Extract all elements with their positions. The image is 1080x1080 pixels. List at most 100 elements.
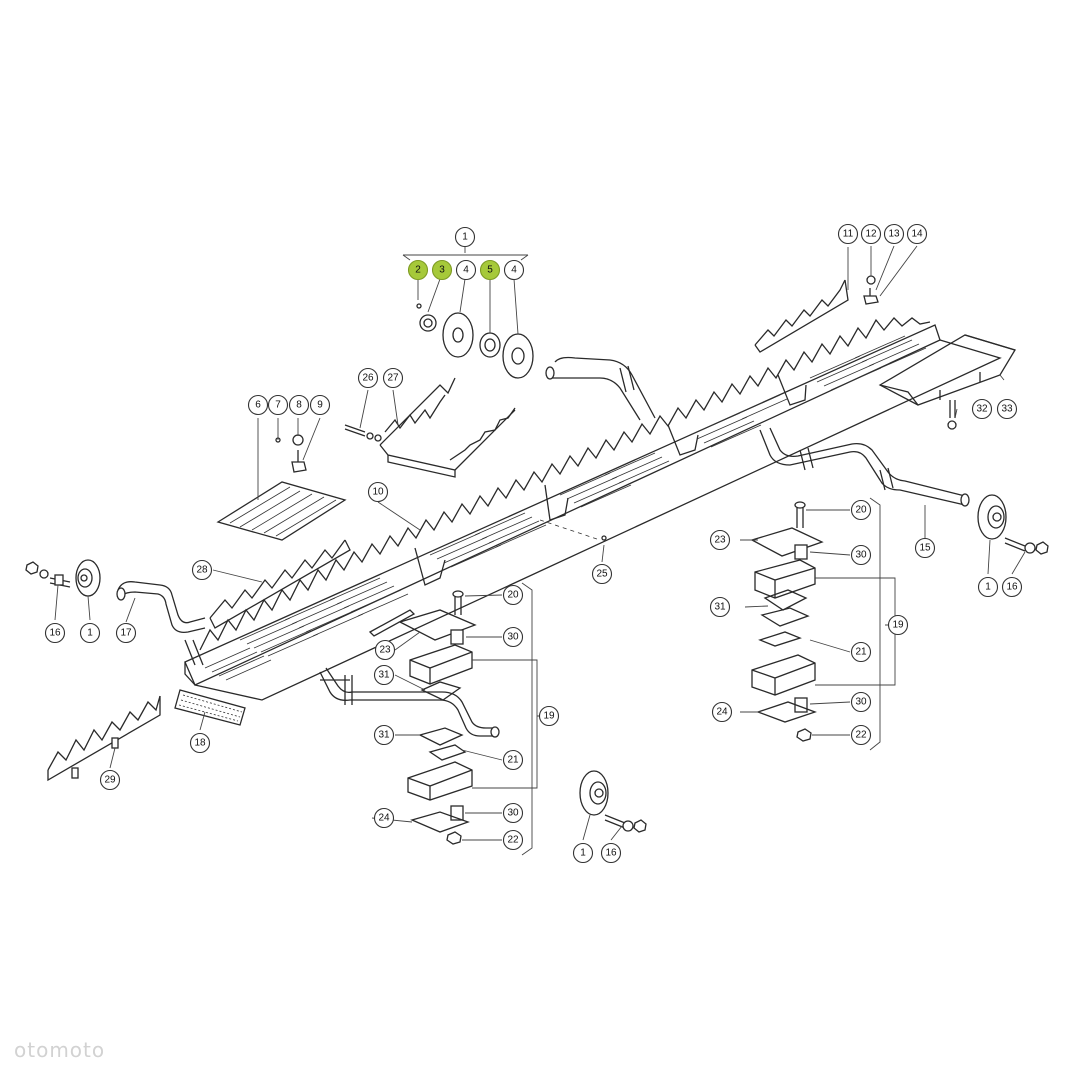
- callout-20-right: 20: [850, 499, 872, 521]
- callout-16-left: 16: [44, 622, 66, 644]
- callout-15: 15: [914, 537, 936, 559]
- watermark: otomoto: [14, 1038, 106, 1062]
- callout-21-mid: 21: [502, 749, 524, 771]
- bush-25: [601, 535, 607, 541]
- bearing-flange-bottom: [579, 770, 609, 816]
- svg-text:2: 2: [415, 265, 421, 276]
- svg-text:22: 22: [507, 835, 519, 846]
- callout-24-right: 24: [711, 701, 733, 723]
- callout-11: 11: [837, 223, 859, 245]
- callout-27: 27: [382, 367, 404, 389]
- sieve-deck: [184, 317, 1002, 701]
- crankshaft-right: [759, 427, 970, 507]
- svg-text:31: 31: [714, 602, 726, 613]
- callout-1-top: 1: [454, 226, 476, 248]
- comb-28: [209, 539, 351, 629]
- callout-14: 14: [906, 223, 928, 245]
- svg-text:8: 8: [296, 400, 302, 411]
- svg-text:3: 3: [439, 265, 445, 276]
- svg-text:26: 26: [362, 373, 374, 384]
- callout-22-mid: 22: [502, 829, 524, 851]
- callout-18: 18: [189, 732, 211, 754]
- svg-text:31: 31: [378, 730, 390, 741]
- svg-text:14: 14: [911, 229, 923, 240]
- bolt-26: [344, 424, 382, 442]
- svg-text:4: 4: [511, 265, 517, 276]
- comb-29: [47, 695, 161, 782]
- svg-text:27: 27: [387, 373, 399, 384]
- bearing-housing-mid: [398, 590, 477, 845]
- bearing-flange-right: [977, 494, 1007, 540]
- svg-text:29: 29: [104, 775, 116, 786]
- callout-31-mid-b: 31: [373, 724, 395, 746]
- crankshaft-center: [319, 667, 500, 738]
- callout-24-mid: 24: [373, 807, 395, 829]
- callout-31-right: 31: [709, 596, 731, 618]
- svg-text:30: 30: [507, 808, 519, 819]
- svg-text:18: 18: [194, 738, 206, 749]
- svg-text:32: 32: [976, 404, 988, 415]
- callout-12: 12: [860, 223, 882, 245]
- callout-10: 10: [367, 481, 389, 503]
- svg-text:1: 1: [462, 232, 468, 243]
- bearing-housing-right: [750, 501, 824, 742]
- callout-13: 13: [883, 223, 905, 245]
- svg-text:6: 6: [255, 400, 261, 411]
- callouts: 1 2 3 4 5 4 6 7 8 9 10 11 12 13 14 15 16…: [44, 223, 1023, 864]
- leader-lines: [54, 245, 1026, 856]
- svg-text:19: 19: [543, 711, 555, 722]
- bearing-flange-left: [75, 559, 101, 597]
- callout-16-bottom: 16: [600, 842, 622, 864]
- callout-7: 7: [267, 394, 289, 416]
- svg-text:17: 17: [120, 628, 132, 639]
- bolt-set-left: [25, 561, 71, 588]
- bolt-set-bottom: [604, 814, 647, 833]
- svg-text:30: 30: [507, 632, 519, 643]
- callout-33: 33: [996, 398, 1018, 420]
- svg-text:28: 28: [196, 565, 208, 576]
- bolt-set-right: [1004, 537, 1049, 555]
- svg-text:30: 30: [855, 697, 867, 708]
- callout-30-mid-a: 30: [502, 626, 524, 648]
- callout-28: 28: [191, 559, 213, 581]
- svg-text:20: 20: [855, 505, 867, 516]
- callout-25: 25: [591, 563, 613, 585]
- crankshaft-left: [116, 581, 206, 666]
- fasteners-12-14: [863, 275, 879, 305]
- callout-23-right: 23: [709, 529, 731, 551]
- strip-10: [368, 609, 416, 637]
- callout-4b: 4: [503, 259, 525, 281]
- svg-text:11: 11: [843, 229, 854, 240]
- panel-plate: [216, 481, 347, 541]
- svg-text:16: 16: [605, 848, 617, 859]
- svg-text:9: 9: [317, 400, 323, 411]
- callout-1-right: 1: [977, 576, 999, 598]
- callout-1-left: 1: [79, 622, 101, 644]
- crankshaft-top: [545, 356, 656, 421]
- svg-text:12: 12: [865, 229, 877, 240]
- bearing-kit-parts: [416, 303, 534, 379]
- svg-text:13: 13: [888, 229, 900, 240]
- svg-text:15: 15: [919, 543, 931, 554]
- svg-text:1: 1: [87, 628, 93, 639]
- callout-21-right: 21: [850, 641, 872, 663]
- svg-text:25: 25: [596, 569, 608, 580]
- perforated-plate: [174, 689, 246, 726]
- svg-text:5: 5: [487, 265, 493, 276]
- svg-text:1: 1: [580, 848, 586, 859]
- fastener-group: [275, 434, 307, 473]
- callout-1-bottom: 1: [572, 842, 594, 864]
- callout-3: 3: [431, 259, 453, 281]
- tray-33: [878, 334, 1016, 406]
- callout-23-mid: 23: [374, 639, 396, 661]
- callout-19-mid: 19: [538, 705, 560, 727]
- callout-6: 6: [247, 394, 269, 416]
- callout-20-mid: 20: [502, 584, 524, 606]
- svg-text:33: 33: [1001, 404, 1013, 415]
- callout-8: 8: [288, 394, 310, 416]
- callout-5: 5: [479, 259, 501, 281]
- comb-11: [754, 279, 849, 353]
- callout-30-right-b: 30: [850, 691, 872, 713]
- callout-31-mid-a: 31: [373, 664, 395, 686]
